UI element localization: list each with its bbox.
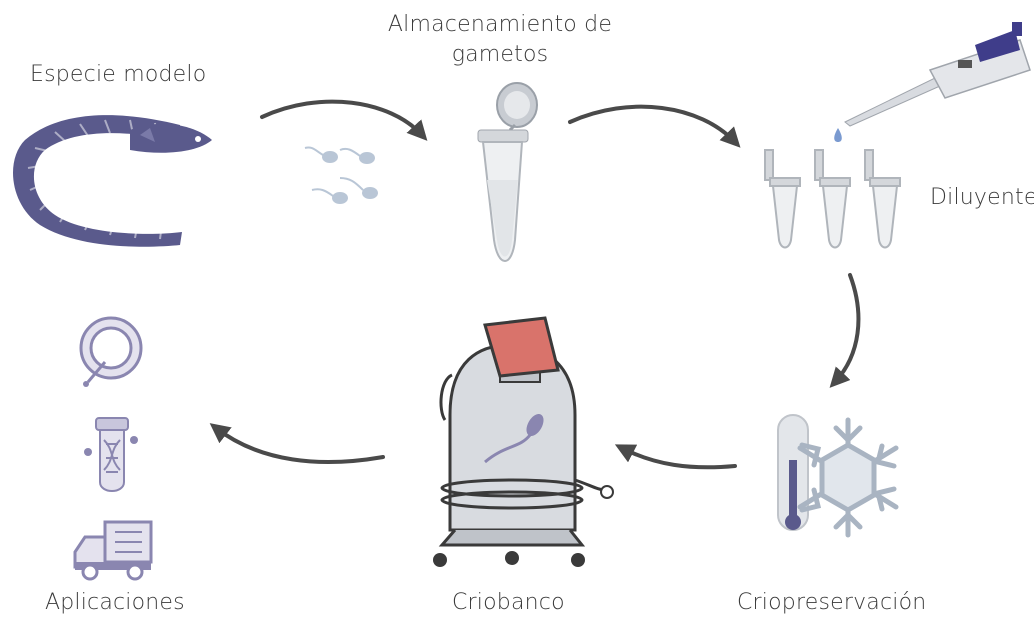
dilution-tubes bbox=[765, 150, 900, 248]
drop-icon bbox=[834, 128, 842, 142]
arrow-2 bbox=[570, 107, 735, 142]
tube-1 bbox=[765, 150, 800, 248]
ring-icon bbox=[81, 318, 141, 387]
cryotank-icon bbox=[433, 318, 613, 567]
arrow-5 bbox=[216, 428, 383, 462]
sperm-icon bbox=[305, 147, 377, 203]
dna-tube-icon bbox=[84, 418, 138, 491]
arrow-4 bbox=[622, 448, 735, 467]
eel-icon bbox=[13, 115, 212, 247]
pipette-icon bbox=[845, 22, 1030, 126]
thermometer-icon bbox=[778, 415, 808, 530]
snowflake-icon bbox=[800, 420, 896, 535]
tube-3 bbox=[865, 150, 900, 248]
tube-2 bbox=[815, 150, 850, 248]
tube-icon bbox=[478, 83, 537, 261]
arrow-1 bbox=[262, 102, 422, 135]
arrow-3 bbox=[835, 275, 858, 382]
truck-icon bbox=[75, 522, 151, 579]
